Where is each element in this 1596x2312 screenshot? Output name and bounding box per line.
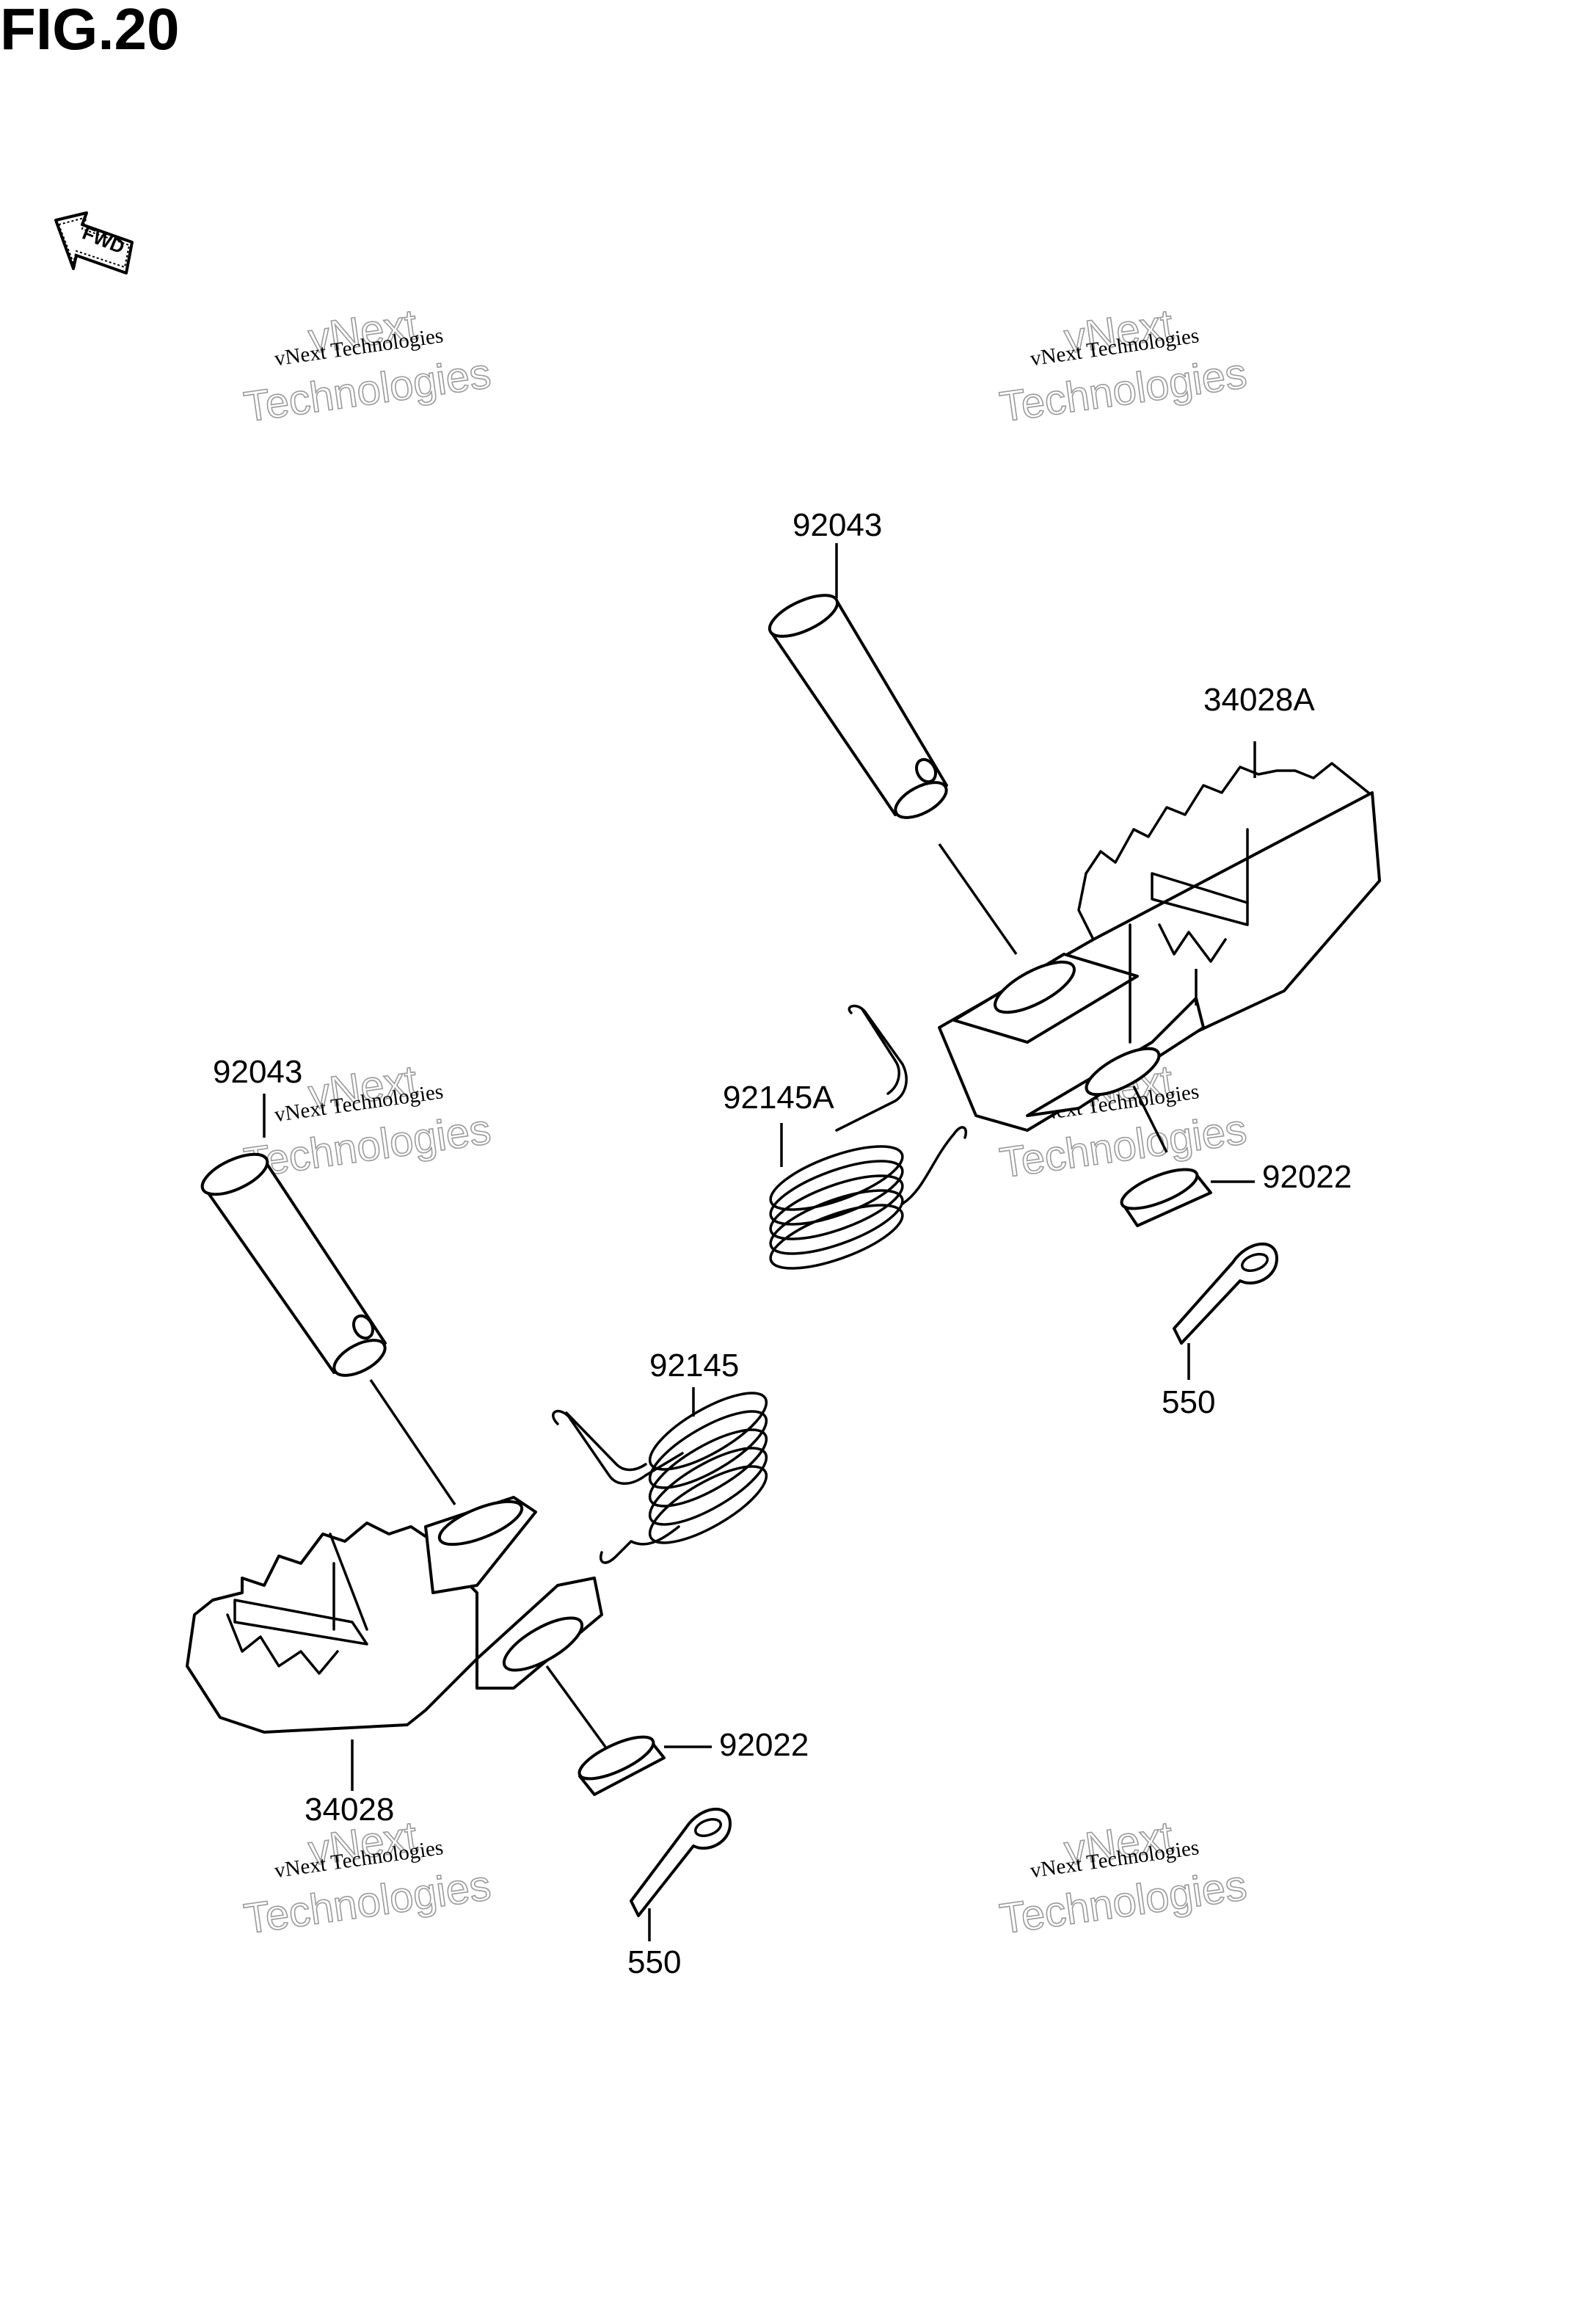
part-label: 92043	[213, 1054, 302, 1090]
cotter-pin-550-right	[1173, 1242, 1278, 1345]
footpeg-34028	[186, 1496, 603, 1734]
part-label: 550	[627, 1944, 681, 1980]
part-label: 34028	[305, 1792, 394, 1828]
footpeg-34028a	[938, 762, 1381, 1132]
part-label: 92043	[792, 507, 882, 543]
watermark: vNext vNext Technologies Technologies	[996, 299, 1250, 432]
washer-92022-right	[1120, 1168, 1212, 1227]
part-label: 92022	[719, 1727, 809, 1763]
spring-92145	[552, 1392, 768, 1564]
part-label: 92145	[649, 1348, 739, 1384]
watermark: vNext vNext Technologies Technologies	[996, 1811, 1250, 1944]
part-label: 550	[1162, 1384, 1215, 1420]
part-label: 92022	[1262, 1159, 1352, 1195]
part-label: 92145A	[723, 1080, 834, 1116]
figure-title: FIG.20	[0, 0, 180, 62]
watermark: vNext vNext Technologies Technologies	[241, 299, 495, 432]
spring-92145a	[769, 1004, 967, 1270]
washer-92022-left	[577, 1735, 666, 1796]
front-direction-arrow-icon: FWD	[54, 211, 134, 275]
cotter-pin-550-left	[630, 1807, 732, 1917]
part-label: 34028A	[1203, 682, 1315, 718]
pin-92043-left	[200, 1152, 387, 1377]
pin-92043-right	[768, 594, 948, 819]
